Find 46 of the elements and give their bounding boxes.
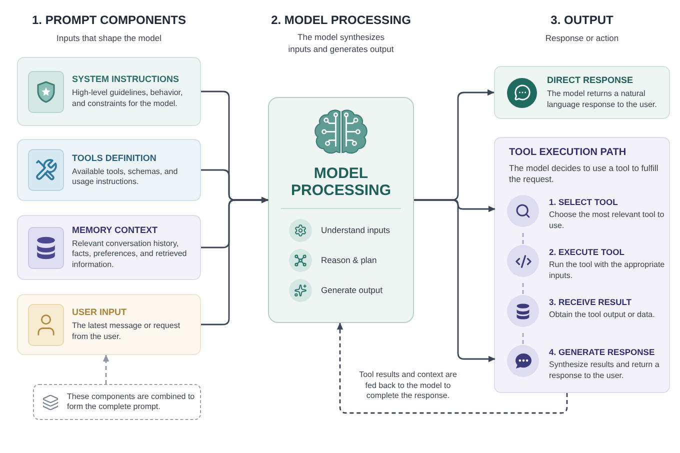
component-card (17, 139, 201, 201)
arrow (414, 199, 496, 362)
step-title: 1. SELECT TOOL (549, 197, 619, 208)
component-card (17, 215, 201, 280)
dashed-line (522, 233, 524, 245)
card-title: SYSTEM INSTRUCTIONS (72, 74, 180, 85)
step-description: Synthesize results and return a response to the user. (549, 360, 660, 381)
panel-title: TOOL EXECUTION PATH (509, 147, 628, 159)
card-description: The latest message or request from the user. (72, 321, 182, 342)
model-box (268, 97, 414, 323)
card-description: Available tools, schemas, and usage instructions. (72, 166, 179, 188)
column-subtitle: Inputs that shape the model (56, 32, 162, 44)
processing-step-text: Reason & plan (321, 255, 377, 266)
output-card (494, 66, 670, 119)
step-title: 4. GENERATE RESPONSE (549, 347, 656, 358)
card-title: USER INPUT (72, 307, 128, 318)
card-title: TOOLS DEFINITION (72, 152, 158, 164)
dashed-arrow (102, 354, 110, 384)
note-text: These components are combined to form the complete prompt. (67, 392, 195, 412)
tool-path-panel (494, 137, 670, 393)
column-subtitle: Response or action (544, 32, 620, 44)
component-card (17, 57, 201, 126)
card-title: DIRECT RESPONSE (547, 75, 634, 86)
step-title: 3. RECEIVE RESULT (549, 297, 632, 308)
card-title: MEMORY CONTEXT (72, 224, 159, 236)
card-description: High-level guidelines, behavior, and constraints for the model. (72, 88, 184, 109)
step-title: 2. EXECUTE TOOL (549, 247, 626, 258)
dashed-arrow (336, 322, 568, 414)
step-description: Obtain the tool output or data. (549, 310, 655, 320)
note-box (33, 384, 201, 420)
processing-step-text: Understand inputs (321, 225, 390, 236)
dashed-line (522, 333, 524, 345)
model-title: MODEL PROCESSING (290, 165, 392, 199)
card-description: The model returns a natural language response to the user. (547, 89, 658, 110)
column-subtitle: The model synthesizes inputs and generates output (287, 31, 395, 55)
column-heading: 1. PROMPT COMPONENTS (30, 13, 187, 28)
processing-step-text: Generate output (321, 285, 382, 296)
panel-description: The model decides to use a tool to fulfill the request. (509, 163, 660, 185)
arrow (201, 196, 268, 326)
card-description: Relevant conversation history, facts, preferences, and retrieved information. (72, 238, 188, 270)
step-description: Choose the most relevant tool to use. (549, 210, 665, 231)
component-card (17, 294, 201, 355)
dashed-line (522, 283, 524, 295)
column-heading: 2. MODEL PROCESSING (270, 13, 412, 28)
column-heading: 3. OUTPUT (550, 13, 614, 28)
step-description: Run the tool with the appropriate inputs. (549, 260, 665, 281)
